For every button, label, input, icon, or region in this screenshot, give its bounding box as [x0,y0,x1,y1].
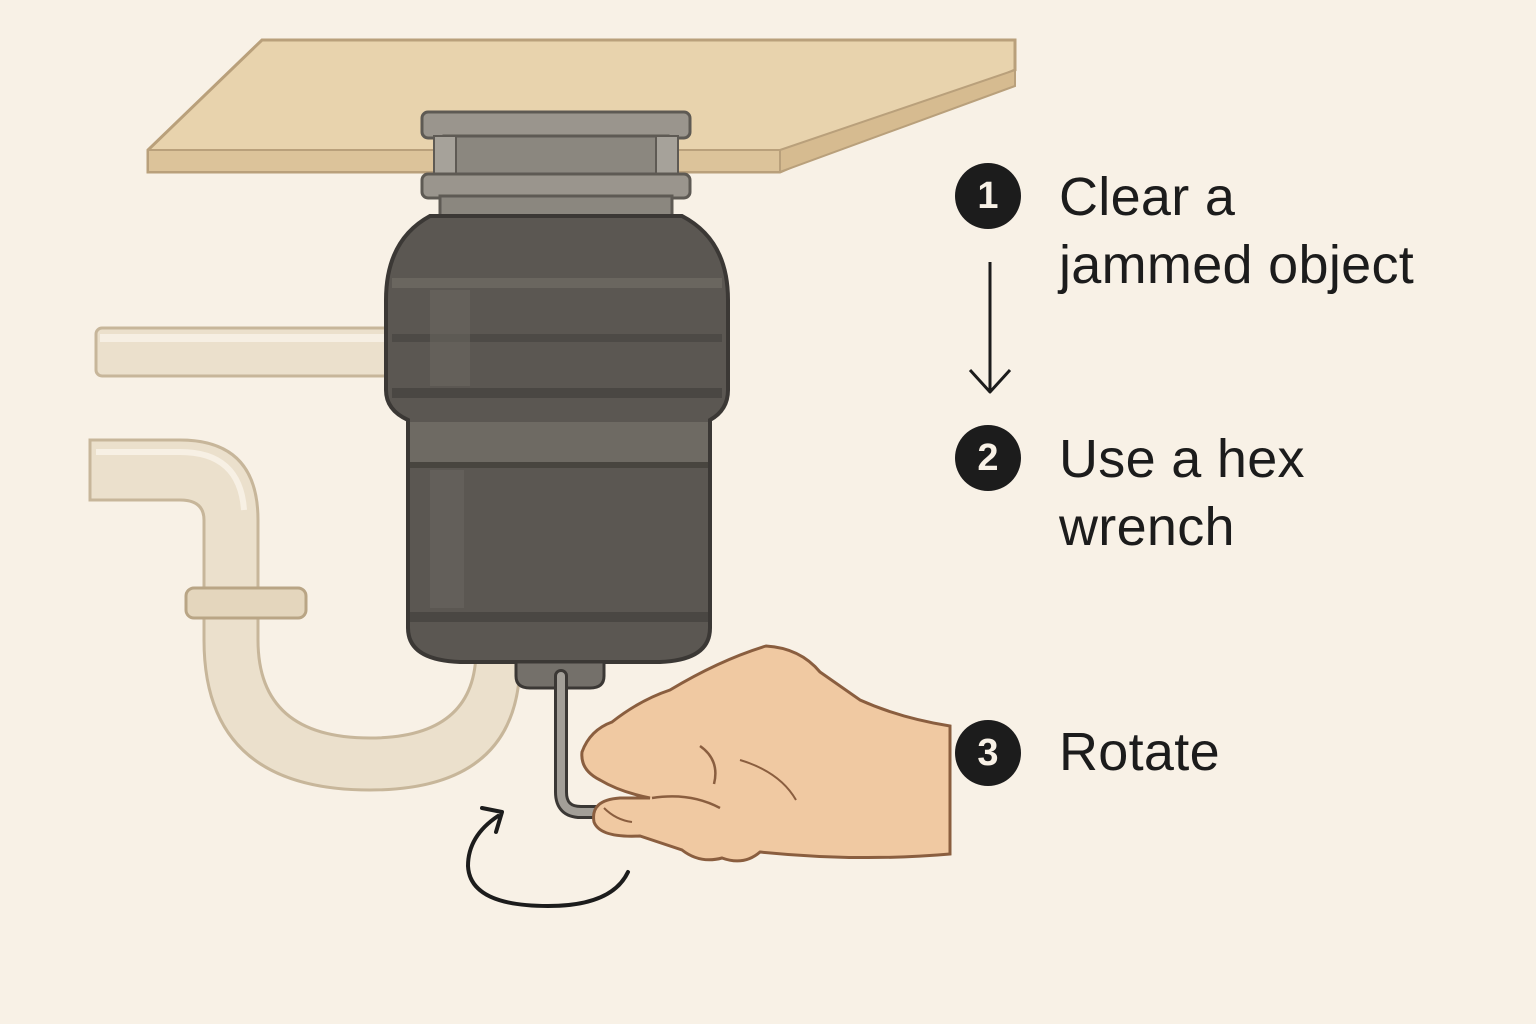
hand [580,644,952,863]
step-label: Use a hex wrench [1059,425,1305,561]
hex-wrench [554,669,611,819]
step-label: Clear a jammed object [1059,163,1414,299]
garbage-disposal-unit [384,214,730,690]
step-label: Rotate [1059,718,1220,786]
step-1: 1 Clear a jammed object [955,163,1414,299]
step-number-badge: 3 [955,720,1021,786]
step-number-badge: 1 [955,163,1021,229]
rotate-arrow-icon [465,806,630,909]
step-2: 2 Use a hex wrench [955,425,1305,561]
step-3: 3 Rotate [955,720,1220,786]
step-label-line: Rotate [1059,722,1220,782]
mounting-flange [420,110,692,218]
step-label-line: Clear a [1059,167,1236,227]
horizontal-pipe [94,326,398,378]
countertop [146,38,1017,174]
step-label-line: jammed object [1059,235,1415,295]
arrow-down-icon [968,262,1012,394]
step-label-line: Use a hex [1059,429,1305,489]
step-label-line: wrench [1059,497,1235,557]
step-number-badge: 2 [955,425,1021,491]
p-trap-pipe [88,438,522,792]
